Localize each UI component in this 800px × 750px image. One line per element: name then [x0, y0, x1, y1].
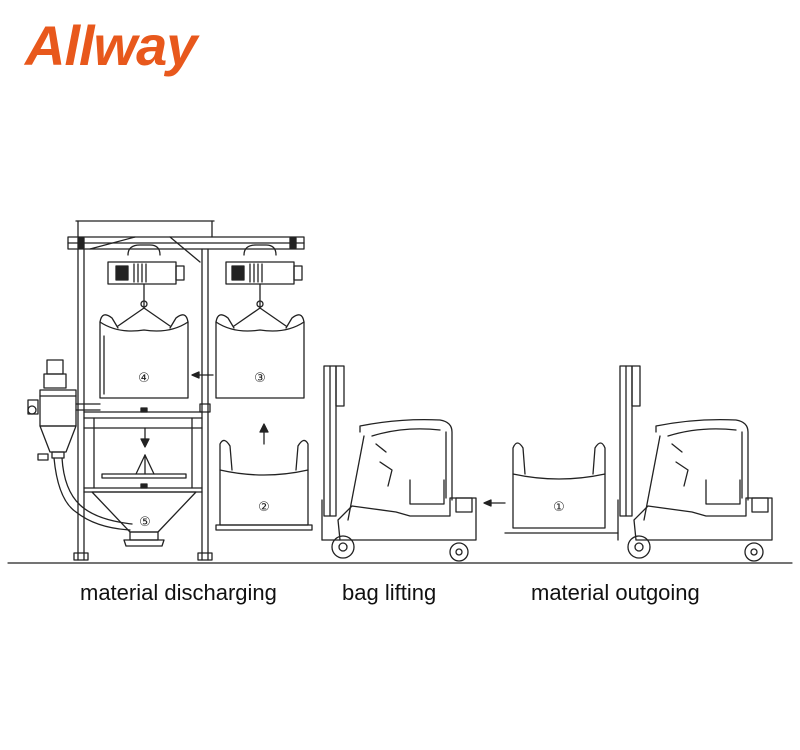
caption-bag-lifting: bag lifting: [342, 580, 437, 605]
forklift-2: [617, 365, 773, 562]
bulk-bag-2: [215, 439, 313, 531]
step-label-5: ⑤: [139, 515, 151, 530]
electric-hoist-left: [107, 244, 185, 309]
caption-material-outgoing: material outgoing: [531, 580, 700, 605]
step-label-2: ②: [258, 500, 270, 515]
bulk-bag-1: [504, 442, 619, 534]
discharge-hopper: [91, 454, 197, 547]
step-label-3: ③: [254, 371, 266, 386]
caption-material-discharging: material discharging: [80, 580, 277, 605]
bulk-bag-3: [215, 307, 305, 399]
arrow-transport-left: [483, 499, 506, 507]
bulk-bag-4: [99, 307, 189, 399]
arrow-lift-up: [259, 423, 269, 445]
electric-hoist-right: [225, 244, 303, 309]
arrow-transfer-left: [191, 371, 214, 379]
step-label-4: ④: [138, 371, 150, 386]
step-label-1: ①: [553, 500, 565, 515]
forklift-1: [321, 365, 477, 562]
arrow-discharge-down: [140, 427, 150, 448]
dust-collector: [27, 359, 133, 531]
allway-logo: Allway: [25, 14, 197, 77]
